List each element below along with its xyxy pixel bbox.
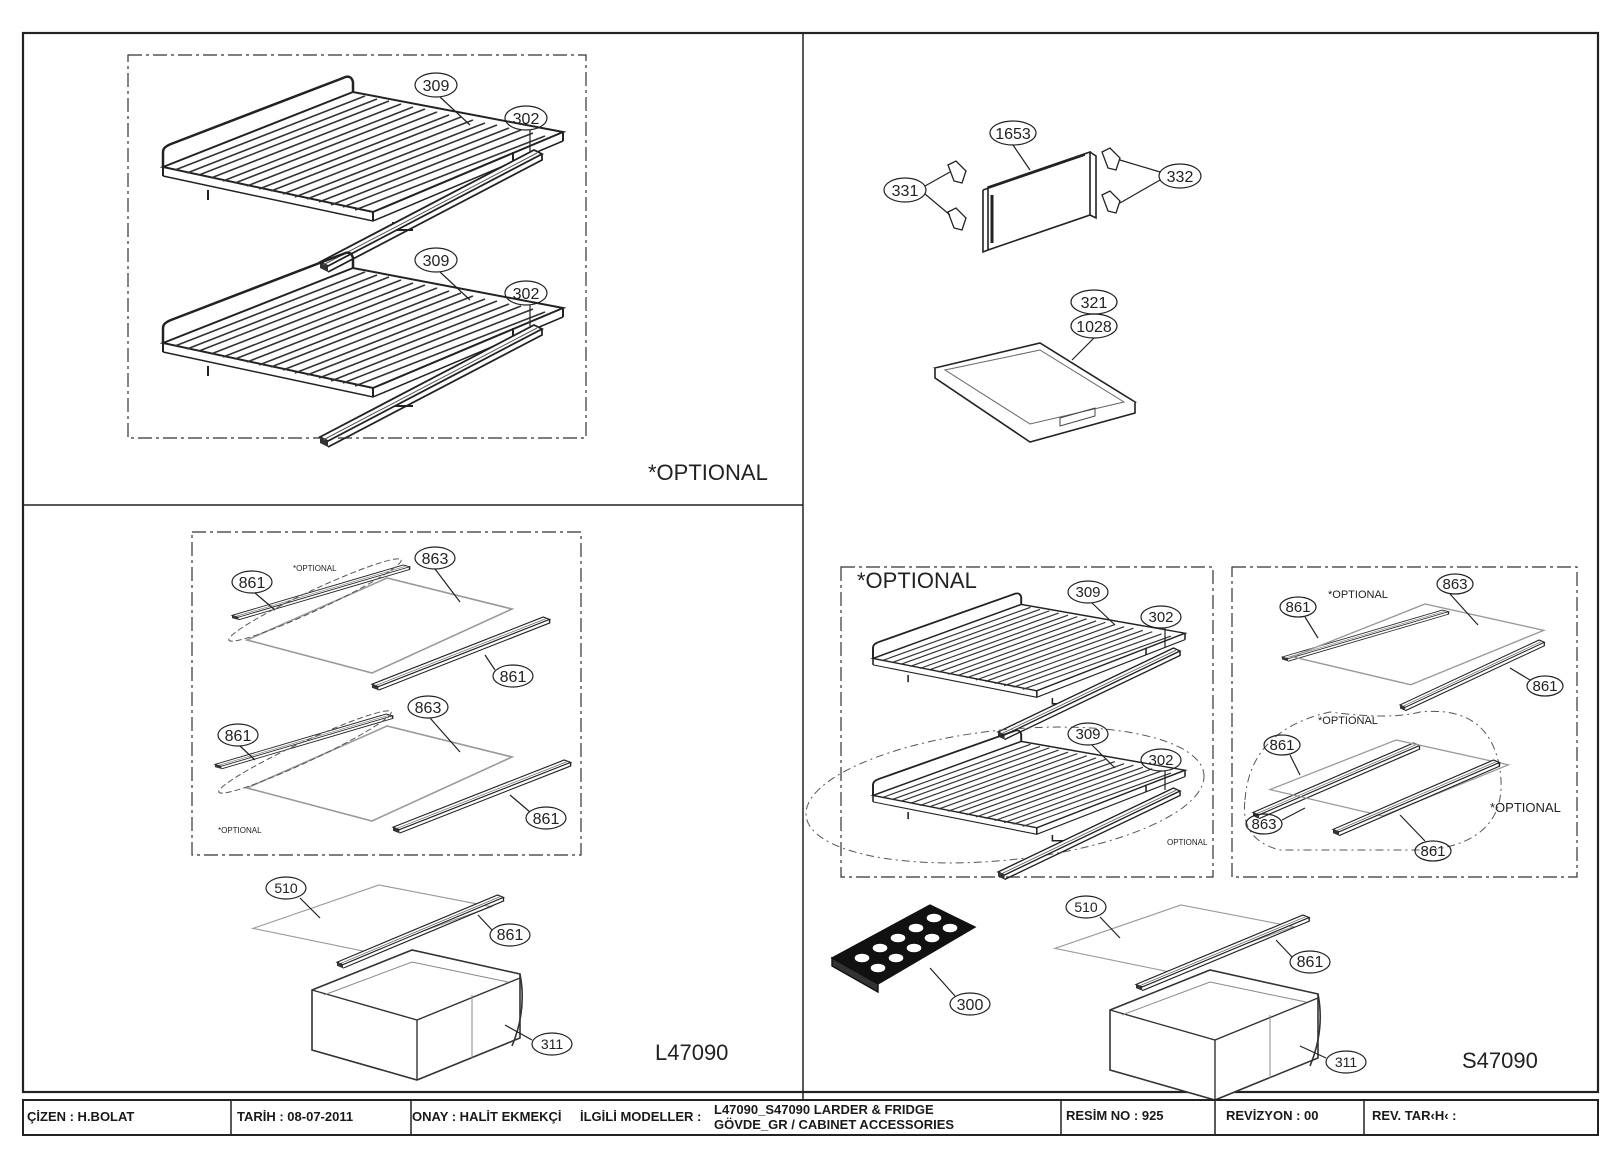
svg-text:311: 311 [541,1036,564,1052]
svg-text:863: 863 [422,551,449,568]
svg-text:309: 309 [1075,584,1100,601]
door-shelf-1653 [982,150,1097,254]
svg-text:861: 861 [1269,737,1294,754]
optional-small-2: *OPTIONAL [218,826,262,835]
svg-text:302: 302 [1148,752,1173,769]
tray-321 [933,342,1137,443]
shelf-clips [947,147,1121,231]
svg-text:332: 332 [1167,169,1194,186]
drawing-date: TARİH : 08-07-2011 [237,1109,354,1124]
revision-date: REV. TAR‹H‹ : [1372,1108,1457,1123]
svg-text:861: 861 [500,669,527,686]
svg-text:309: 309 [423,78,450,95]
svg-text:861: 861 [1297,954,1324,971]
svg-text:510: 510 [274,880,298,896]
svg-text:861: 861 [239,575,266,592]
revision: REVİZYON : 00 [1226,1108,1319,1123]
callout-309-a [414,72,548,328]
svg-text:863: 863 [415,700,442,717]
svg-text:309: 309 [423,253,450,270]
svg-text:331: 331 [892,183,919,200]
svg-text:861: 861 [497,927,524,944]
model-label-right: S47090 [1462,1048,1538,1073]
related-models-line2: GÖVDE_GR / CABINET ACCESSORIES [714,1117,955,1132]
svg-text:863: 863 [1442,576,1467,593]
model-label-left: L47090 [655,1040,728,1065]
optional-small-1: *OPTIONAL [293,564,337,573]
optional-label-top: *OPTIONAL [648,460,768,485]
svg-text:861: 861 [1420,843,1445,860]
approval: ONAY : HALİT EKMEKÇİ [412,1109,562,1124]
svg-text:861: 861 [533,811,560,828]
related-models-line1: L47090_S47090 LARDER & FRIDGE [714,1102,934,1117]
svg-text:321: 321 [1081,295,1108,312]
egg-tray-300 [830,904,977,994]
drawn-by: ÇİZEN : H.BOLAT [27,1109,135,1124]
svg-text:302: 302 [513,286,540,303]
optional-small-6: *OPTIONAL [1490,800,1561,815]
svg-text:309: 309 [1075,726,1100,743]
svg-text:1653: 1653 [995,126,1031,143]
drawing-number: RESİM NO : 925 [1066,1108,1164,1123]
svg-text:510: 510 [1074,899,1098,915]
svg-text:863: 863 [1251,816,1276,833]
optional-small-3: *OPTIONAL [1328,589,1388,601]
svg-text:302: 302 [513,111,540,128]
svg-text:311: 311 [1335,1054,1358,1070]
optional-label-right: *OPTIONAL [857,568,977,593]
optional-small-5: *OPTIONAL [1318,715,1378,727]
svg-text:1028: 1028 [1076,319,1112,336]
related-models-label: İLGİLİ MODELLER : [580,1109,702,1124]
svg-text:861: 861 [1532,678,1557,695]
svg-text:302: 302 [1148,609,1173,626]
optional-small-4: OPTIONAL [1167,838,1208,847]
svg-text:861: 861 [1285,599,1310,616]
svg-text:300: 300 [957,997,984,1014]
svg-text:861: 861 [225,728,252,745]
